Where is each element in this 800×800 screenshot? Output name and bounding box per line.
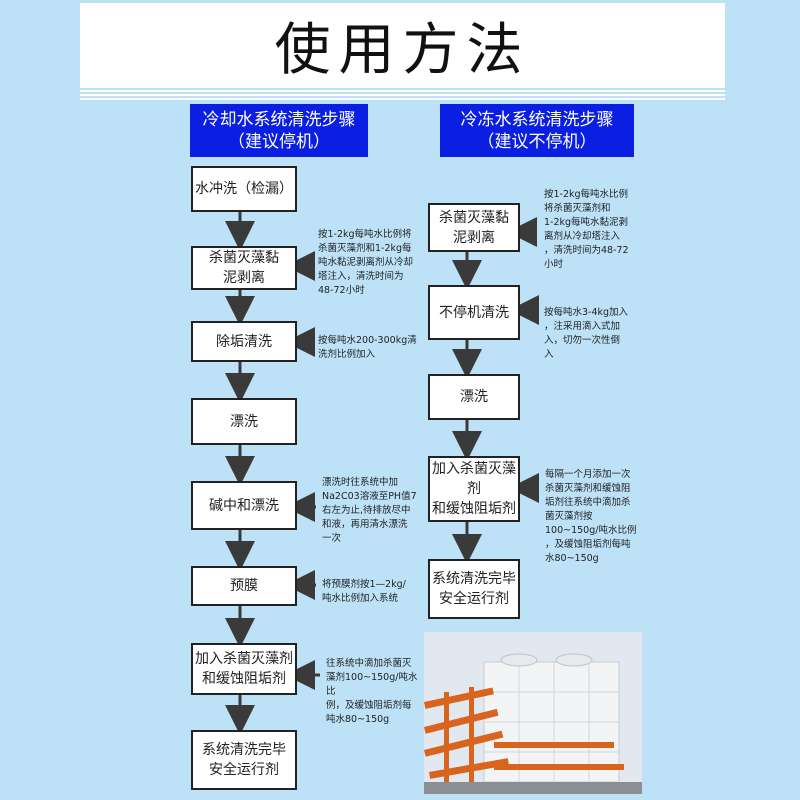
title-underline-stripes <box>80 90 725 102</box>
left-step-1: 水冲洗（检漏） <box>191 166 297 212</box>
right-step-4: 加入杀菌灭藻剂 和缓蚀阻垢剂 <box>428 456 520 522</box>
right-note-3: 每隔一个月添加一次 杀菌灭藻剂和缓蚀阻 垢剂往系统中滴加杀 菌灭藻剂按 100~… <box>545 469 637 564</box>
cooling-tower-photo <box>424 632 642 794</box>
left-step-8: 系统清洗完毕 安全运行剂 <box>191 730 297 790</box>
left-step-7: 加入杀菌灭藻剂 和缓蚀阻垢剂 <box>191 643 297 695</box>
left-note-1: 按1-2kg每吨水比例将 杀菌灭藻剂和1-2kg每 吨水黏泥剥离剂从冷却 塔注入… <box>318 229 414 296</box>
title-bar: 使用方法 <box>80 3 725 88</box>
left-step-6: 预膜 <box>191 566 297 606</box>
left-note-5: 往系统中滴加杀菌灭 藻剂100~150g/吨水比 例，及缓蚀阻垢剂每 吨水80~… <box>326 658 418 725</box>
page-title: 使用方法 <box>274 18 531 83</box>
left-note-3: 漂洗时往系统中加 Na2C03溶液至PH值7 右左为止,待排放尽中 和液，再用清… <box>322 477 417 544</box>
right-step-1: 杀菌灭藻黏 泥剥离 <box>428 203 520 252</box>
right-header: 冷冻水系统清洗步骤 （建议不停机） <box>440 104 634 157</box>
left-note-2: 按每吨水200-300kg清 洗剂比例加入 <box>318 335 417 360</box>
right-step-2: 不停机清洗 <box>428 285 520 340</box>
right-step-3: 漂洗 <box>428 374 520 420</box>
left-step-3: 除垢清洗 <box>191 321 297 362</box>
left-step-4: 漂洗 <box>191 398 297 445</box>
left-note-4: 将预膜剂按1—2kg/ 吨水比例加入系统 <box>322 579 406 604</box>
right-step-5: 系统清洗完毕 安全运行剂 <box>428 559 520 619</box>
left-step-5: 碱中和漂洗 <box>191 481 297 530</box>
left-step-2: 杀菌灭藻黏 泥剥离 <box>191 246 297 290</box>
right-note-1: 按1-2kg每吨水比例 将杀菌灭藻剂和 1-2kg每吨水黏泥剥 离剂从冷却塔注入… <box>544 189 629 270</box>
right-note-2: 按每吨水3-4kg加入 ，注采用滴入式加 入，切勿一次性倒 入 <box>544 307 629 360</box>
left-header: 冷却水系统清洗步骤 （建议停机） <box>190 104 368 157</box>
